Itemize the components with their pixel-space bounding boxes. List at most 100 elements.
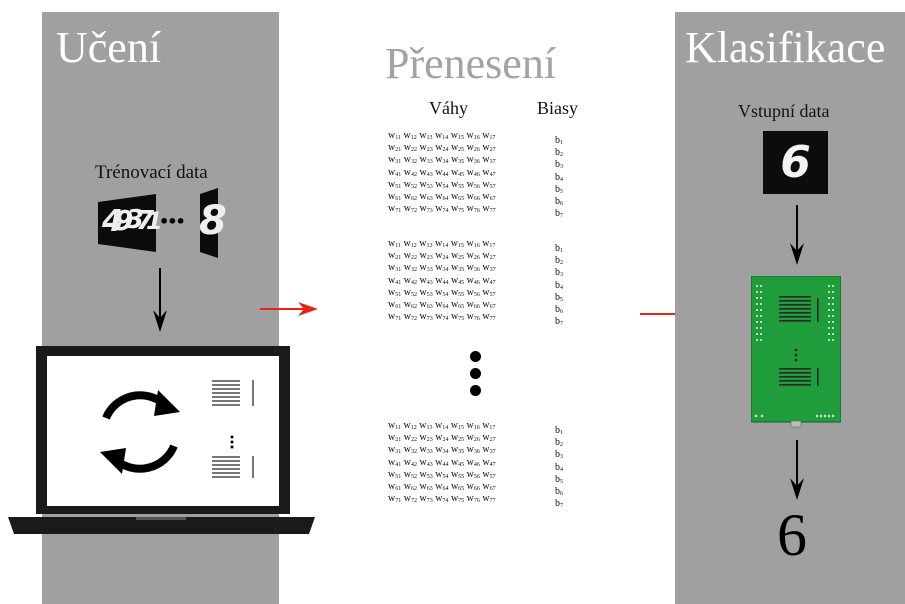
- weight-symbol: w42: [403, 166, 417, 178]
- weight-row: w31 w32 w33 w34 w35 w36 w37: [388, 445, 496, 457]
- weight-index: 54: [442, 291, 449, 298]
- weight-symbol: w26: [466, 250, 480, 262]
- bias-index: 2: [560, 260, 563, 267]
- weight-symbol: w54: [435, 286, 449, 298]
- weight-index: 45: [458, 279, 465, 286]
- weight-index: 57: [489, 473, 496, 480]
- weight-symbol: w41: [388, 166, 402, 178]
- learning-title: Učení: [56, 23, 162, 72]
- weight-index: 26: [473, 147, 480, 154]
- weight-symbol: w54: [435, 178, 449, 190]
- weight-symbol: w12: [403, 130, 417, 142]
- weight-symbol: w73: [419, 311, 433, 323]
- weight-index: 27: [489, 437, 496, 444]
- weight-symbol: w21: [388, 250, 402, 262]
- weight-index: 45: [458, 461, 465, 468]
- weight-symbol: w64: [435, 191, 449, 203]
- weight-symbol: w64: [435, 481, 449, 493]
- bias-index: 1: [560, 248, 563, 254]
- weight-index: 77: [489, 498, 496, 505]
- weight-index: 34: [442, 267, 449, 274]
- bias-value: b6: [555, 197, 563, 209]
- weight-index: 15: [457, 243, 464, 249]
- weight-index: 73: [426, 208, 433, 215]
- weight-index: 32: [410, 159, 417, 166]
- bias-index: 6: [560, 491, 563, 497]
- weight-symbol: w22: [403, 142, 417, 154]
- weight-index: 17: [489, 135, 496, 141]
- weight-symbol: w11: [388, 420, 402, 432]
- weight-index: 53: [426, 183, 433, 190]
- bias-symbol: b: [555, 135, 560, 146]
- weight-index: 37: [489, 159, 496, 166]
- weight-index: 75: [458, 498, 465, 505]
- weight-symbol: w45: [450, 274, 465, 286]
- weight-index: 17: [489, 243, 496, 249]
- bias-symbol: b: [555, 473, 560, 485]
- weight-symbol: w67: [482, 191, 496, 203]
- weight-index: 64: [442, 304, 449, 310]
- weight-symbol: w62: [403, 191, 417, 203]
- weight-row: w31 w32 w33 w34 w35 w36 w37: [388, 263, 496, 275]
- weight-index: 67: [489, 196, 496, 202]
- weight-symbol: w31: [388, 154, 402, 166]
- weight-index: 72: [410, 208, 417, 215]
- weight-symbol: w13: [419, 238, 433, 250]
- weights-header: Váhy: [429, 98, 468, 118]
- weight-index: 71: [395, 316, 402, 323]
- weight-symbol: w11: [388, 238, 402, 250]
- weight-index: 73: [426, 498, 433, 505]
- circuit-board-icon: [750, 275, 842, 428]
- weight-index: 52: [410, 183, 417, 190]
- weight-symbol: w46: [466, 166, 480, 178]
- bias-symbol: b: [555, 147, 560, 159]
- weight-symbol: w21: [388, 432, 402, 444]
- weight-symbol: w43: [419, 456, 433, 468]
- weight-symbol: w32: [403, 262, 417, 274]
- bias-symbol: b: [555, 159, 560, 171]
- weight-symbol: w72: [403, 203, 417, 215]
- training-data-strip: 4 9 3 7 1 ••• 8: [96, 188, 227, 258]
- weight-symbol: w57: [482, 468, 496, 480]
- weight-index: 65: [458, 486, 465, 492]
- weight-index: 37: [489, 267, 496, 274]
- bias-value: b6: [555, 487, 563, 499]
- weight-row: w11 w12 w13 w14 w15 w16 w17: [388, 421, 495, 433]
- weight-index: 62: [410, 486, 417, 492]
- weight-index: 44: [442, 279, 449, 286]
- weight-index: 32: [410, 449, 417, 456]
- weight-symbol: w46: [466, 274, 480, 286]
- weight-index: 41: [395, 279, 402, 286]
- bias-symbol: b: [555, 267, 560, 279]
- weight-index: 61: [395, 304, 402, 310]
- weight-index: 24: [442, 437, 449, 444]
- weight-symbol: w57: [482, 286, 496, 298]
- weight-symbol: w61: [388, 299, 402, 311]
- weight-symbol: w73: [419, 493, 433, 505]
- weight-index: 14: [442, 135, 449, 141]
- weight-symbol: w12: [403, 420, 417, 432]
- weight-symbol: w24: [435, 432, 449, 444]
- weight-index: 25: [458, 147, 465, 154]
- weight-symbol: w33: [419, 262, 433, 274]
- weight-index: 53: [426, 291, 433, 298]
- transfer-title: Přenesení: [385, 39, 557, 88]
- bias-value: b7: [555, 209, 563, 221]
- weight-symbol: w43: [419, 166, 433, 178]
- classification-output: 6: [777, 502, 807, 568]
- training-data-label: Trénovací data: [95, 162, 208, 183]
- weight-symbol: w15: [450, 238, 464, 250]
- bias-value: b5: [555, 184, 563, 197]
- weight-symbol: w37: [482, 444, 496, 456]
- weight-symbol: w63: [419, 191, 433, 203]
- bias-index: 5: [560, 296, 563, 303]
- weight-symbol: w61: [388, 481, 402, 493]
- weight-symbol: w17: [482, 238, 496, 250]
- weight-symbol: w71: [388, 203, 402, 215]
- weight-symbol: w63: [419, 481, 433, 493]
- weight-index: 57: [489, 183, 496, 190]
- weight-row: w11 w12 w13 w14 w15 w16 w17: [388, 131, 495, 143]
- weight-index: 47: [489, 461, 496, 468]
- weight-symbol: w46: [466, 456, 480, 468]
- weight-index: 25: [458, 255, 465, 262]
